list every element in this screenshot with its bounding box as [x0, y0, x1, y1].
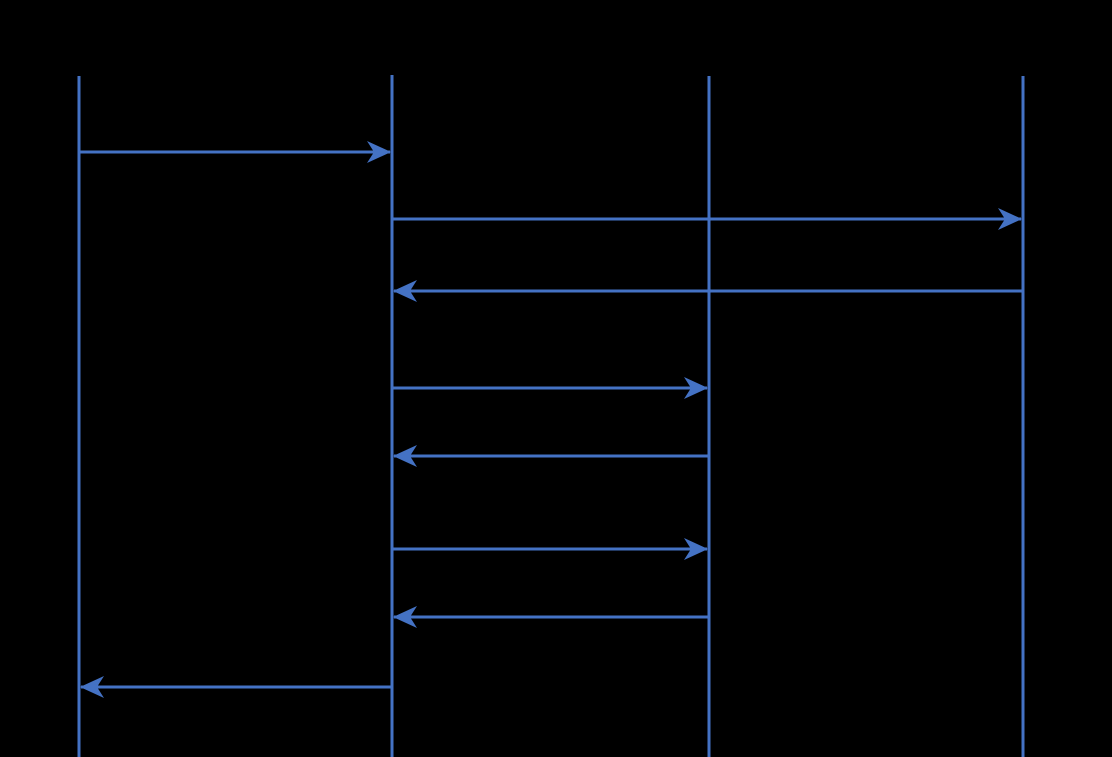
- sequence-diagram: [77, 75, 1025, 757]
- sequence-diagram-canvas: [77, 75, 1025, 757]
